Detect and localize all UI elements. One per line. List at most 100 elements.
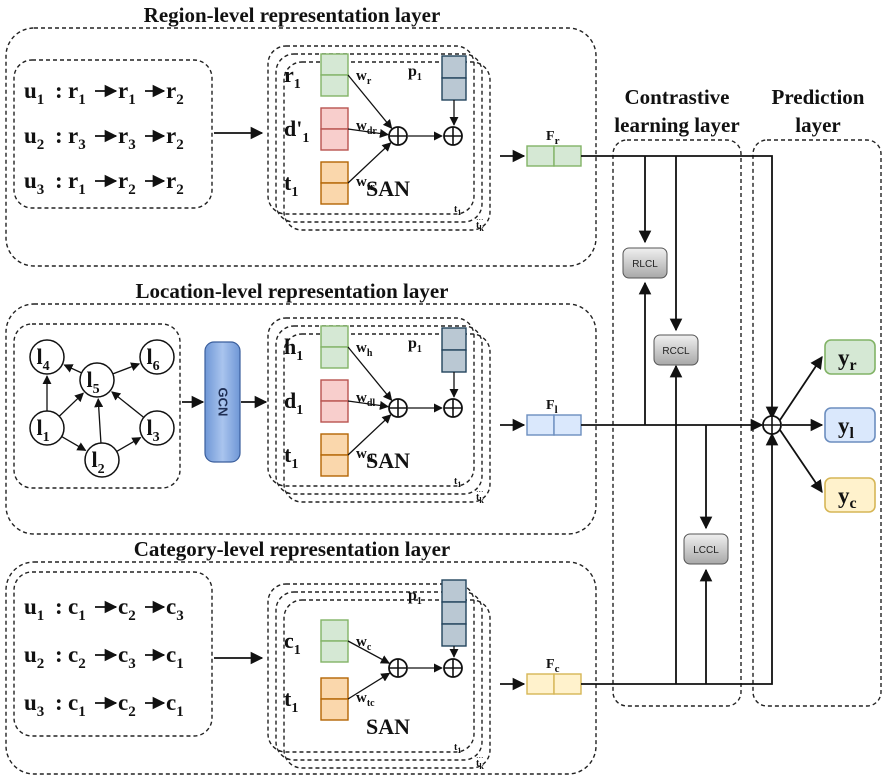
- feature-fr: [500, 145, 582, 167]
- san-page-mid: [275, 325, 483, 495]
- graph-edge: [63, 364, 82, 374]
- sequence-item: r1: [68, 168, 86, 198]
- region-sequence-box: [13, 59, 213, 209]
- category-layer-title: Category-level representation layer: [134, 537, 450, 561]
- san-weight-arrow: [347, 400, 389, 410]
- colon: :: [55, 123, 63, 148]
- graph-node: [139, 410, 175, 446]
- graph-node-label: l6: [146, 344, 159, 374]
- location-graph-box: [13, 323, 181, 489]
- san-weight-arrow: [347, 142, 392, 184]
- san-plus-node: [388, 398, 408, 418]
- sequence-item: c1: [68, 690, 86, 720]
- user-label: u2: [24, 642, 44, 672]
- san-page-front: [267, 45, 475, 215]
- gcn-label: GCN: [216, 388, 231, 417]
- san-page-front: [267, 583, 475, 753]
- san-label: SAN: [366, 176, 410, 201]
- san-label: SAN: [366, 714, 410, 739]
- prediction-yl-label: yl: [838, 413, 855, 442]
- san-input-label: c1: [284, 628, 301, 658]
- sequence-item: r3: [118, 123, 136, 153]
- graph-edge: [116, 436, 142, 453]
- san-input-label: r1: [284, 62, 301, 92]
- san-p-block: [441, 55, 467, 101]
- san-input-label: t1: [284, 442, 298, 472]
- colon: :: [55, 78, 63, 103]
- contrastive-layer-box: [612, 139, 742, 707]
- rccl-label: RCCL: [662, 346, 690, 357]
- san-page-back: [283, 333, 491, 503]
- graph-node-label: l2: [91, 447, 104, 477]
- sequence-item: c2: [118, 690, 136, 720]
- category-sequence-box: [13, 571, 213, 737]
- feature-fr-label: Fr: [546, 129, 560, 147]
- san-plus-node: [443, 126, 463, 146]
- san-p-label: p1: [408, 335, 422, 355]
- san-tk-label: tk: [476, 492, 484, 505]
- san-input-block: [320, 161, 349, 205]
- san-weight-label: wdl: [356, 390, 375, 409]
- feature-fl-label: Fl: [546, 398, 558, 416]
- san-weight-arrow: [347, 346, 393, 401]
- graph-edge: [58, 392, 84, 417]
- san-weight-label: wtr: [356, 174, 375, 193]
- graph-node: [139, 339, 175, 375]
- san-dots: ...: [476, 750, 484, 760]
- prediction-layer-title-line1: Prediction: [772, 85, 865, 109]
- san-input-label: t1: [284, 170, 298, 200]
- san-input-block: [320, 677, 349, 721]
- colon: :: [55, 594, 63, 619]
- graph-edge: [111, 391, 145, 418]
- graph-node: [79, 362, 115, 398]
- san-plus-node: [443, 658, 463, 678]
- sequence-item: r2: [118, 168, 136, 198]
- contrastive-layer-title-line1: Contrastive: [625, 85, 730, 109]
- san-p-label: p1: [408, 587, 422, 607]
- sequence-item: r3: [68, 123, 86, 153]
- san-weight-label: wr: [356, 68, 372, 87]
- rlcl-label: RLCL: [632, 259, 658, 270]
- san-tk-label: tk: [476, 758, 484, 771]
- sequence-item: c1: [68, 594, 86, 624]
- prediction-yl-box: [824, 407, 876, 443]
- san-weight-arrow: [347, 414, 392, 456]
- sequence-item: c3: [166, 594, 184, 624]
- region-layer-box: [5, 27, 597, 267]
- graph-node-label: l4: [36, 344, 49, 374]
- prediction-yr-label: yr: [838, 345, 857, 374]
- user-label: u2: [24, 123, 44, 153]
- gcn-block: [204, 341, 241, 463]
- san-t1-label: t1: [454, 204, 461, 217]
- category-layer-box: [5, 561, 597, 775]
- colon: :: [55, 168, 63, 193]
- san-p-block: [441, 327, 467, 373]
- sequence-item: r1: [118, 78, 136, 108]
- san-page-back: [283, 61, 491, 231]
- san-input-label: t1: [284, 686, 298, 716]
- san-weight-arrow: [347, 672, 391, 700]
- san-t1-label: t1: [454, 742, 461, 755]
- san-tk-label: tk: [476, 220, 484, 233]
- san-p-block: [441, 579, 467, 647]
- san-input-block: [320, 53, 349, 97]
- san-input-label: d'1: [284, 116, 309, 146]
- san-page-mid: [275, 53, 483, 223]
- feature-fc-label: Fc: [546, 657, 560, 675]
- prediction-yc-label: yc: [838, 483, 857, 512]
- san-plus-node: [443, 398, 463, 418]
- san-plus-node: [388, 126, 408, 146]
- san-dots: ...: [476, 212, 484, 222]
- san-input-label: d1: [284, 388, 303, 418]
- sequence-item: c3: [118, 642, 136, 672]
- san-input-label: h1: [284, 334, 303, 364]
- sequence-item: c1: [166, 642, 184, 672]
- graph-edge: [61, 435, 87, 452]
- san-input-block: [320, 107, 349, 151]
- san-weight-arrow: [347, 74, 393, 129]
